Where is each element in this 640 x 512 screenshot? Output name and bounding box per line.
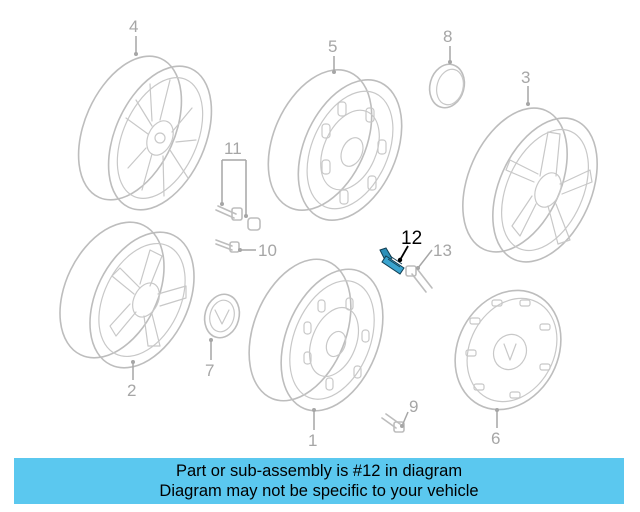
callout-leaders [131, 36, 530, 430]
steel-wheel-1 [248, 258, 384, 412]
callout-12: 12 [401, 228, 422, 249]
center-cap-8 [428, 63, 466, 109]
callout-9: 9 [409, 397, 418, 416]
info-banner: Part or sub-assembly is #12 in diagram D… [14, 458, 624, 504]
callout-labels: 1 2 3 4 5 7 8 9 10 11 13 6 12 [127, 17, 530, 450]
callout-8: 8 [443, 27, 452, 46]
valve-stem-13 [405, 265, 433, 293]
callout-10: 10 [258, 241, 277, 260]
emblem-cap-7 [203, 293, 241, 339]
callout-11: 11 [224, 139, 242, 158]
callout-6: 6 [491, 429, 500, 448]
callout-7: 7 [205, 361, 214, 380]
steel-wheel-5 [267, 69, 403, 221]
callout-3: 3 [521, 68, 530, 87]
callout-5: 5 [328, 37, 337, 56]
alloy-wheel-4 [77, 55, 213, 211]
callout-4: 4 [129, 17, 138, 36]
bolt-10 [215, 239, 240, 253]
bolt-9 [381, 413, 405, 433]
callout-1: 1 [308, 431, 317, 450]
banner-line-1: Part or sub-assembly is #12 in diagram [175, 462, 463, 480]
callout-13: 13 [433, 241, 452, 260]
alloy-wheel-3 [462, 107, 598, 263]
alloy-wheel-2 [59, 221, 195, 369]
hubcap-6 [454, 289, 562, 411]
wheel-bolts-11 [215, 205, 261, 231]
banner-line-2: Diagram may not be specific to your vehi… [159, 482, 479, 500]
callout-2: 2 [127, 381, 136, 400]
highlighted-bolt-12 [379, 247, 405, 275]
parts-diagram: 1 2 3 4 5 7 8 9 10 11 13 6 12 [59, 17, 598, 450]
